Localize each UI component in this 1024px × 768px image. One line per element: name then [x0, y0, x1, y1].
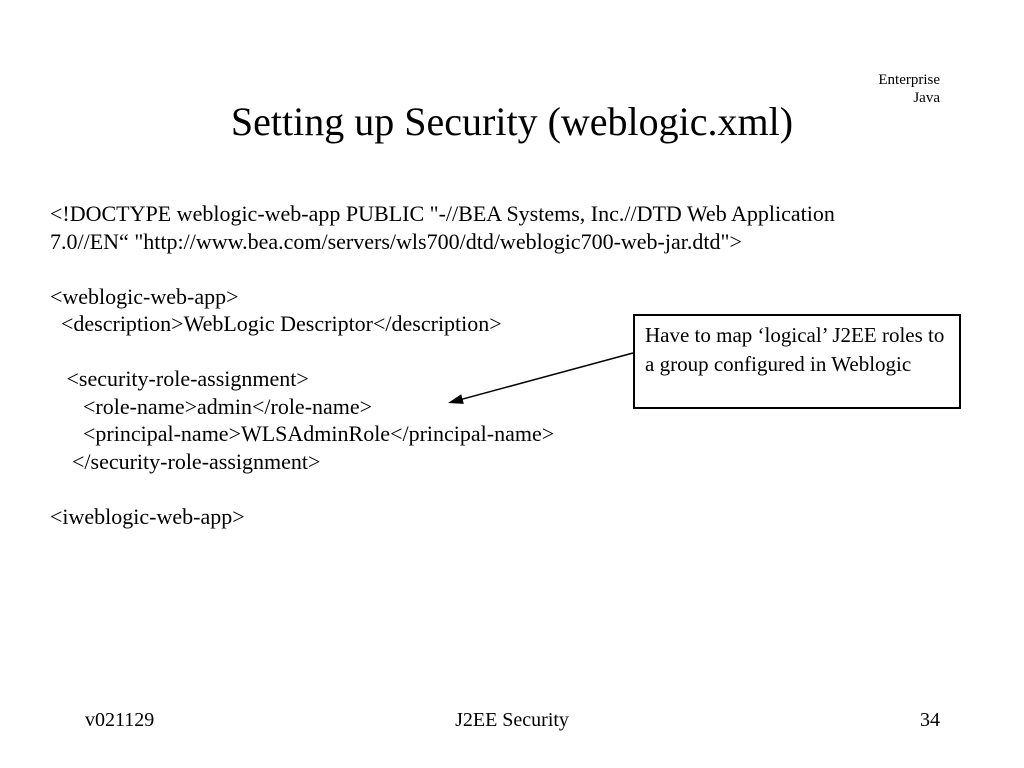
corner-label-enterprise-java: Enterprise Java — [878, 72, 940, 106]
callout-text: Have to map ‘logical’ J2EE roles to a gr… — [645, 323, 945, 376]
footer-title: J2EE Security — [455, 709, 569, 731]
callout-arrow — [448, 352, 634, 404]
slide-title: Setting up Security (weblogic.xml) — [230, 99, 794, 144]
slide-footer: v021129 J2EE Security 34 — [0, 707, 1024, 733]
footer-page-number: 34 — [920, 709, 940, 731]
callout-box: Have to map ‘logical’ J2EE roles to a gr… — [633, 314, 961, 409]
footer-version: v021129 — [85, 709, 155, 731]
xml-code-block: <!DOCTYPE weblogic-web-app PUBLIC "-//BE… — [50, 201, 835, 529]
